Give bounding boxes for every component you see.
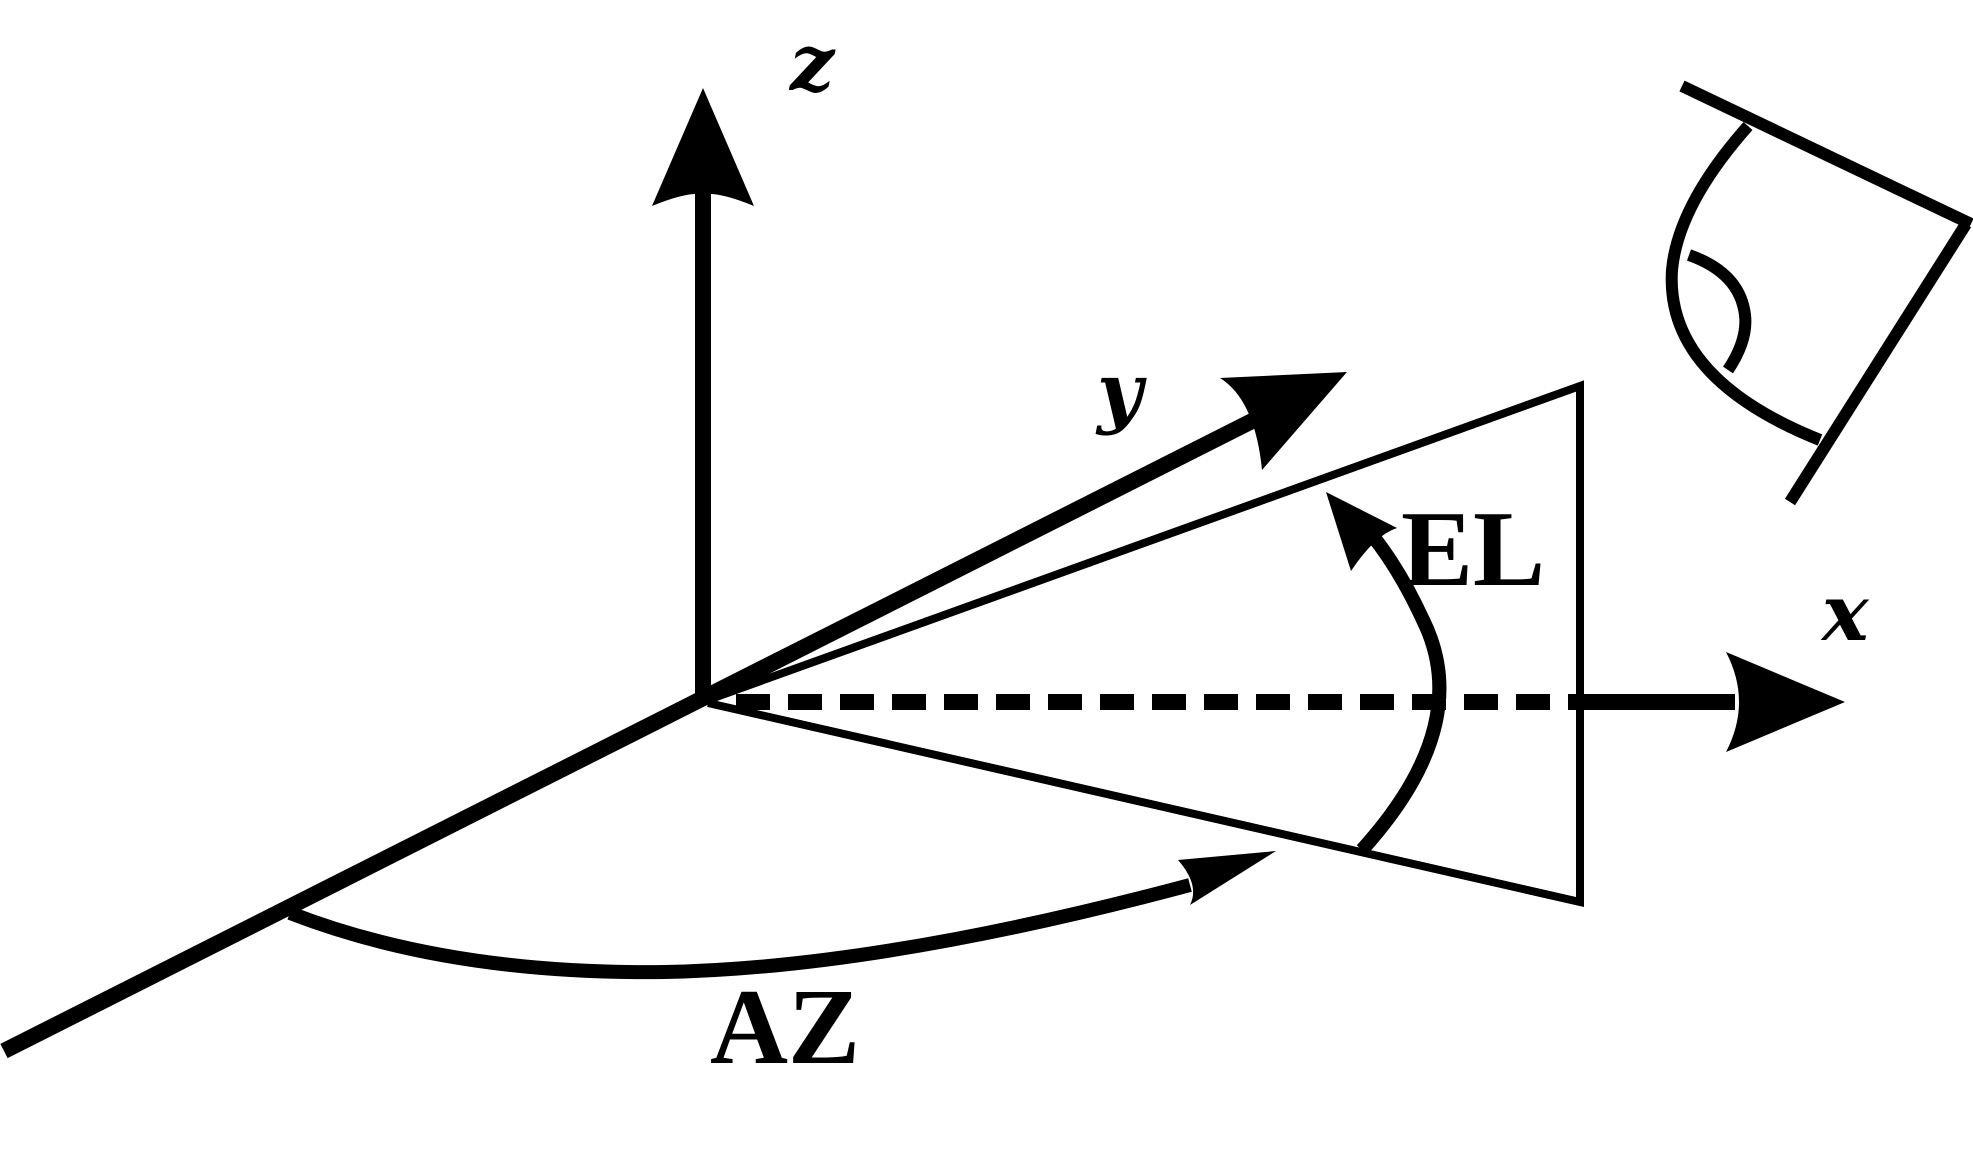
x-axis-arrowhead [1726, 652, 1845, 752]
elevation-arrowhead [1326, 492, 1397, 571]
sector-outline [706, 380, 1584, 908]
azimuth-arrowhead [1178, 851, 1276, 905]
y-axis-label: y [1095, 346, 1147, 437]
y-axis [0, 372, 1347, 1059]
x-axis [736, 652, 1845, 752]
z-axis-label: z [788, 18, 836, 109]
y-axis-arrowhead [1220, 372, 1347, 470]
elevation-arc-curve [1356, 530, 1447, 855]
eye-cornea [1665, 122, 1823, 446]
elevation-arc [1326, 492, 1447, 855]
azimuth-label: AZ [710, 968, 860, 1087]
eye-upper-lid [1679, 80, 1973, 230]
y-axis-line [0, 408, 1266, 1059]
x-axis-label: x [1820, 568, 1870, 659]
eye-lower-lid [1784, 220, 1972, 506]
eye-icon [1665, 80, 1973, 506]
z-axis [652, 88, 754, 700]
z-axis-arrowhead [652, 88, 754, 206]
sector-wedge [706, 380, 1584, 908]
azimuth-arc [287, 851, 1276, 980]
azimuth-arc-curve [287, 878, 1192, 980]
eye-lens [1686, 249, 1752, 374]
elevation-label: EL [1401, 490, 1545, 609]
